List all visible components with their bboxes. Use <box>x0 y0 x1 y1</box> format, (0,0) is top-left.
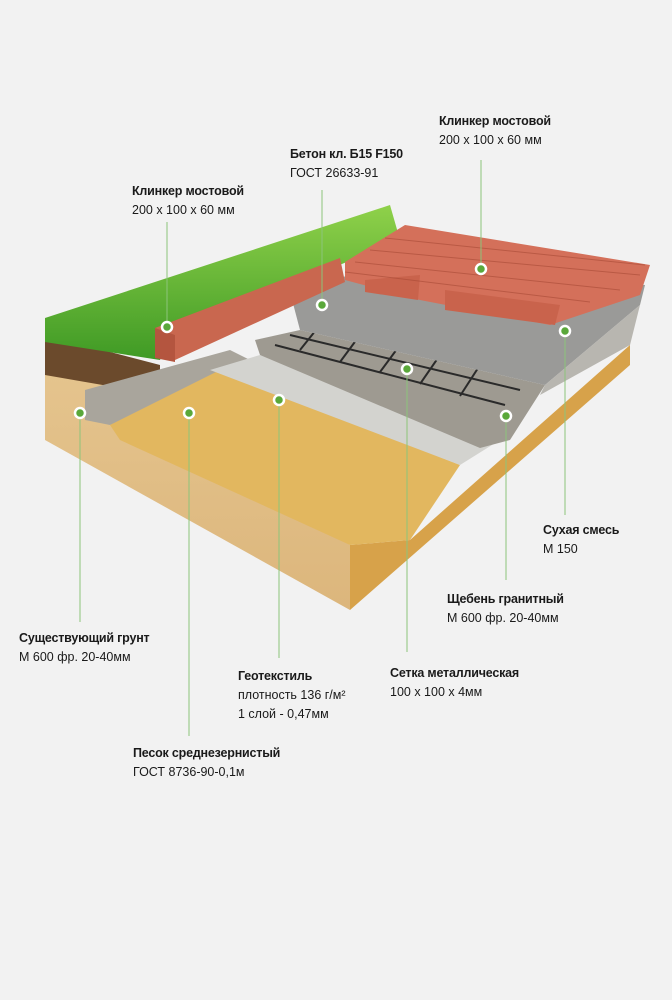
marker-dot-grunt <box>73 406 87 420</box>
callout-shcheben: Щебень гранитный М 600 фр. 20-40мм <box>447 590 564 628</box>
marker-dot-klinker-right <box>474 262 488 276</box>
callout-suhaya-smes: Сухая смесь М 150 <box>543 521 619 559</box>
marker-dot-beton <box>315 298 329 312</box>
marker-dot-pesok <box>182 406 196 420</box>
callout-title: Клинкер мостовой <box>439 114 551 128</box>
callout-title: Сетка металлическая <box>390 666 519 680</box>
grass-lawn <box>45 205 400 360</box>
clinker-curb <box>155 258 345 360</box>
callout-detail: М 600 фр. 20-40мм <box>447 611 559 625</box>
geotextile-layer <box>210 355 500 465</box>
callout-title: Бетон кл. Б15 F150 <box>290 147 403 161</box>
callout-detail: ГОСТ 26633-91 <box>290 166 379 180</box>
callout-title: Щебень гранитный <box>447 592 564 606</box>
callout-detail: 1 слой - 0,47мм <box>238 707 329 721</box>
marker-dot-setka <box>400 362 414 376</box>
sand-layer <box>110 370 460 545</box>
callout-geotekstil: Геотекстиль плотность 136 г/м² 1 слой - … <box>238 667 346 724</box>
marker-dot-geotekstil <box>272 393 286 407</box>
callout-beton: Бетон кл. Б15 F150 ГОСТ 26633-91 <box>290 145 403 183</box>
callout-detail: 200 x 100 x 60 мм <box>132 203 235 217</box>
marker-dot-suhaya-smes <box>558 324 572 338</box>
callout-grunt: Существующий грунт М 600 фр. 20-40мм <box>19 629 150 667</box>
sand-right-face <box>350 345 630 610</box>
clinker-loose-bricks <box>365 275 420 300</box>
callout-klinker-right: Клинкер мостовой 200 x 100 x 60 мм <box>439 112 551 150</box>
callout-pesok: Песок среднезернистый ГОСТ 8736-90-0,1м <box>133 744 280 782</box>
callout-title: Сухая смесь <box>543 523 620 537</box>
callout-setka: Сетка металлическая 100 x 100 x 4мм <box>390 664 519 702</box>
callout-klinker-left: Клинкер мостовой 200 x 100 x 60 мм <box>132 182 244 220</box>
callout-title: Клинкер мостовой <box>132 184 244 198</box>
marker-dot-klinker-left <box>160 320 174 334</box>
callout-detail: ГОСТ 8736-90-0,1м <box>133 765 245 779</box>
callout-detail: 200 x 100 x 60 мм <box>439 133 542 147</box>
callout-detail: М 150 <box>543 542 578 556</box>
callout-title: Геотекстиль <box>238 669 313 683</box>
callout-title: Песок среднезернистый <box>133 746 281 760</box>
brick-joints <box>344 237 646 303</box>
callout-title: Существующий грунт <box>19 631 150 645</box>
callout-detail: М 600 фр. 20-40мм <box>19 650 131 664</box>
marker-dot-shcheben <box>499 409 513 423</box>
callout-detail: плотность 136 г/м² <box>238 688 346 702</box>
callout-detail: 100 x 100 x 4мм <box>390 685 483 699</box>
clinker-curb-face <box>155 328 175 362</box>
clinker-loose-bricks <box>445 290 560 325</box>
